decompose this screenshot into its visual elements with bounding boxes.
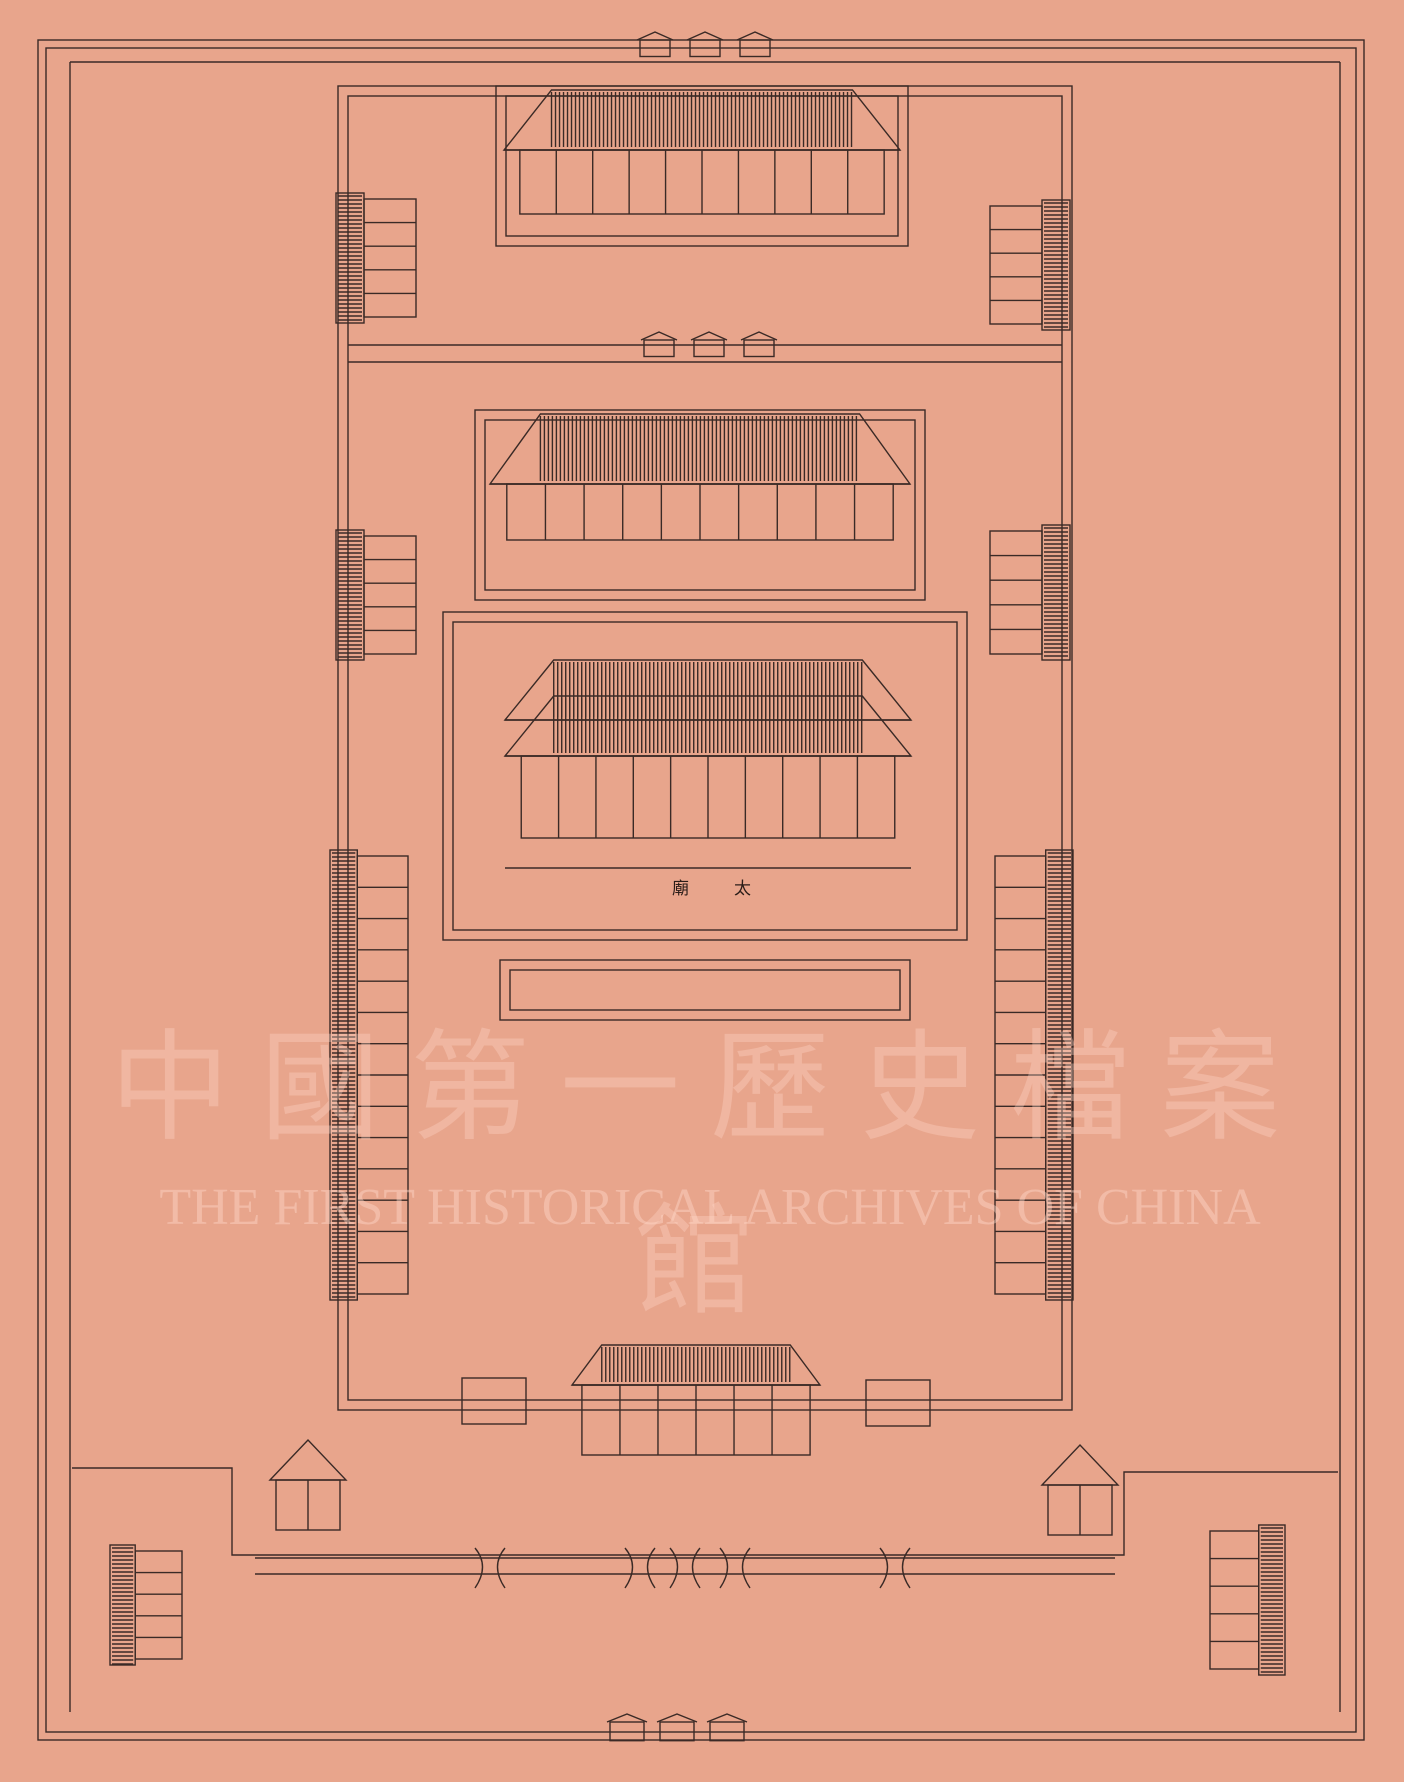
side-hall-body xyxy=(363,535,417,655)
gate-roof xyxy=(636,31,674,41)
gate-body xyxy=(709,1721,745,1742)
terrace-inner xyxy=(505,95,899,237)
top-gate xyxy=(736,31,774,58)
hall-label-tai: 太 xyxy=(734,879,751,899)
watermark-chinese: 中國第一歷史檔案館 xyxy=(110,1019,1310,1332)
east-pavilion xyxy=(1040,1443,1120,1536)
main-hall-steps xyxy=(499,959,911,1021)
west-side-hall-rear xyxy=(335,192,417,324)
south-court-wall xyxy=(72,1467,1338,1556)
bridge-marker xyxy=(669,1547,701,1589)
gate-body xyxy=(659,1721,695,1742)
gate-roof xyxy=(686,31,724,41)
bridge-arch xyxy=(624,1547,656,1589)
east-side-hall-middle xyxy=(989,524,1071,661)
gate-body xyxy=(639,39,671,58)
side-hall-body xyxy=(1209,1530,1260,1670)
west-side-hall-middle xyxy=(335,529,417,661)
gate-roof xyxy=(640,331,678,341)
gate-roof xyxy=(606,1713,648,1723)
side-hall-body xyxy=(363,198,417,318)
gate-roof xyxy=(690,331,728,341)
pavilion-roof xyxy=(268,1438,348,1481)
gate-roof xyxy=(736,31,774,41)
gate-body xyxy=(609,1721,645,1742)
top-gate xyxy=(686,31,724,58)
main-hall-tai-miao xyxy=(503,659,913,839)
bottom-gate xyxy=(706,1713,748,1742)
southwest-hall xyxy=(109,1544,183,1666)
main-hall-terrace-outer xyxy=(442,611,968,941)
middle-hall xyxy=(488,413,912,541)
bridge-arch xyxy=(719,1547,751,1589)
terrace-outer xyxy=(495,85,909,247)
east-long-hall xyxy=(994,849,1074,1301)
outer-wall xyxy=(37,39,1365,1741)
gate-body xyxy=(743,339,775,358)
middle-gate xyxy=(640,331,678,358)
outer-wall-inner xyxy=(45,47,1357,1733)
west-long-hall xyxy=(329,849,409,1301)
bridge-arch xyxy=(474,1547,506,1589)
hall-label-miao: 廟 xyxy=(672,879,689,899)
middle-gate xyxy=(740,331,778,358)
side-hall-body xyxy=(134,1550,183,1660)
gate-body xyxy=(739,39,771,58)
gate-body xyxy=(643,339,675,358)
side-hall-body xyxy=(989,530,1043,655)
rear-hall-terrace xyxy=(495,85,909,247)
gate-roof xyxy=(706,1713,748,1723)
west-gatehouse xyxy=(461,1377,527,1425)
southeast-hall xyxy=(1209,1524,1286,1676)
watermark-english: THE FIRST HISTORICAL ARCHIVES OF CHINA xyxy=(159,1179,1261,1236)
bridge-marker xyxy=(474,1547,506,1589)
bottom-gate xyxy=(656,1713,698,1742)
bridge-arch xyxy=(669,1547,701,1589)
gate-roof xyxy=(656,1713,698,1723)
pavilion-roof xyxy=(1040,1443,1120,1486)
gate-body xyxy=(689,39,721,58)
terrace-inner xyxy=(509,969,901,1011)
gate-roof xyxy=(740,331,778,341)
west-pavilion xyxy=(268,1438,348,1531)
middle-gate xyxy=(690,331,728,358)
terrace-inner xyxy=(452,621,958,931)
terrace-outer xyxy=(442,611,968,941)
bridge-arch xyxy=(879,1547,911,1589)
bridge-marker xyxy=(879,1547,911,1589)
bridge-marker xyxy=(719,1547,751,1589)
front-gate-hall xyxy=(570,1344,822,1456)
terrace-outer xyxy=(499,959,911,1021)
side-roof xyxy=(109,1544,136,1666)
gate-body xyxy=(693,339,725,358)
rear-hall xyxy=(502,89,902,215)
side-hall-body xyxy=(989,205,1043,325)
bottom-gate xyxy=(606,1713,648,1742)
east-gatehouse xyxy=(865,1379,931,1427)
east-side-hall-rear xyxy=(989,199,1071,331)
top-gate xyxy=(636,31,674,58)
terrace-outer xyxy=(474,409,926,601)
bridge-marker xyxy=(624,1547,656,1589)
